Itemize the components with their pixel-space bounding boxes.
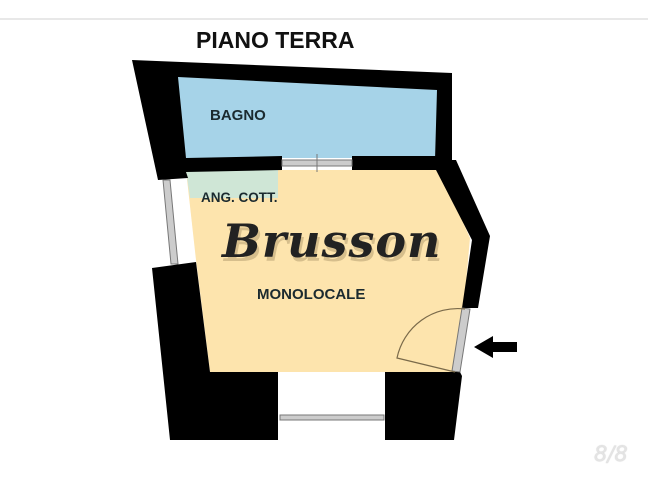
- room-label-bagno: BAGNO: [210, 107, 266, 124]
- wall-right-lower: [385, 372, 462, 440]
- window-left: [162, 179, 179, 265]
- room-ang-cott: [186, 170, 278, 198]
- wall-mid: [352, 156, 452, 170]
- entrance-door: [396, 307, 471, 373]
- top-bar: [0, 0, 648, 20]
- room-label-monolocale: MONOLOCALE: [257, 286, 366, 303]
- window-top: [281, 154, 353, 172]
- room-bagno: [176, 75, 440, 158]
- arrow-left-icon: [474, 336, 517, 358]
- image-counter: 8/8: [594, 442, 628, 466]
- floor-title: PIANO TERRA: [196, 27, 355, 53]
- wall-left-lower: [152, 262, 278, 440]
- wall-top-left: [132, 60, 452, 180]
- watermark-brusson: Brusson: [222, 214, 442, 268]
- room-label-ang-cott: ANG. COTT.: [201, 190, 278, 205]
- wall-right: [436, 160, 490, 308]
- window-bottom: [279, 414, 385, 421]
- room-monolocale: [186, 170, 470, 372]
